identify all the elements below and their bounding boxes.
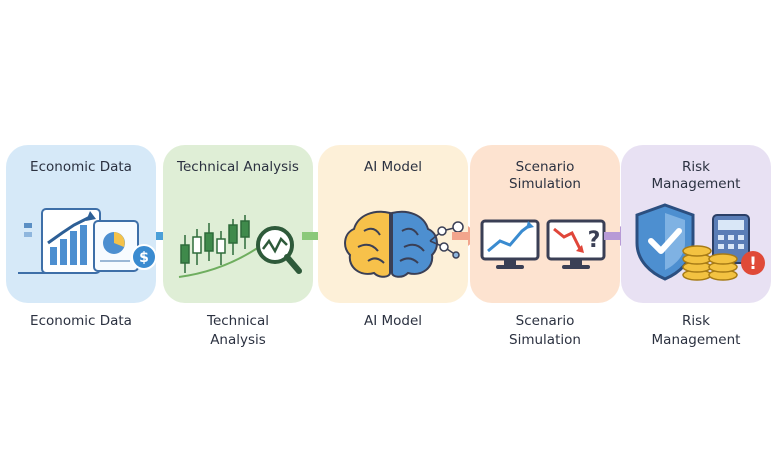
- stage-title-line: Economic Data: [30, 159, 132, 175]
- shield-coins-calculator-icon: !: [635, 203, 765, 281]
- caption-line: Analysis: [210, 332, 266, 348]
- stage-title: Scenario Simulation: [470, 159, 620, 193]
- stage-card-scenario-simulation: Scenario Simulation ?: [470, 145, 620, 303]
- stage-caption-ai-model: AI Model: [318, 312, 468, 331]
- economic-data-icon: $: [18, 208, 156, 274]
- stage-card-ai-model: AI Model: [318, 145, 468, 303]
- stage-title-line: Simulation: [509, 176, 581, 192]
- stage-title: Risk Management: [621, 159, 771, 193]
- monitor-charts-icon: ?: [480, 219, 606, 269]
- dollar-sign: $: [139, 250, 149, 266]
- stage-title-line: Technical Analysis: [177, 159, 299, 175]
- stage-caption-economic-data: Economic Data: [6, 312, 156, 331]
- stage-title: Economic Data: [6, 159, 156, 176]
- caption-line: Simulation: [509, 332, 581, 348]
- brain-network-icon: [344, 210, 464, 278]
- caption-line: Management: [651, 332, 741, 348]
- candlestick-magnifier-icon: [178, 215, 302, 278]
- caption-line: Economic Data: [30, 313, 132, 329]
- stage-title: AI Model: [318, 159, 468, 176]
- stage-title-line: AI Model: [363, 159, 423, 175]
- caption-line: Technical: [207, 313, 269, 329]
- stage-title-line: Scenario: [515, 159, 575, 175]
- stage-card-risk-management: Risk Management !: [621, 145, 771, 303]
- caption-line: Scenario: [515, 313, 575, 329]
- stage-card-technical-analysis: Technical Analysis: [163, 145, 313, 303]
- stage-title-line: Risk: [682, 159, 710, 175]
- question-mark: ?: [588, 228, 601, 253]
- stage-caption-risk-management: Risk Management: [621, 312, 771, 350]
- stage-caption-technical-analysis: Technical Analysis: [163, 312, 313, 350]
- stage-title: Technical Analysis: [163, 159, 313, 176]
- stage-card-economic-data: Economic Data $: [6, 145, 156, 303]
- stage-caption-scenario-simulation: Scenario Simulation: [470, 312, 620, 350]
- caption-line: Risk: [682, 313, 710, 329]
- alert-mark: !: [749, 254, 757, 274]
- stage-title-line: Management: [651, 176, 741, 192]
- caption-line: AI Model: [363, 313, 423, 329]
